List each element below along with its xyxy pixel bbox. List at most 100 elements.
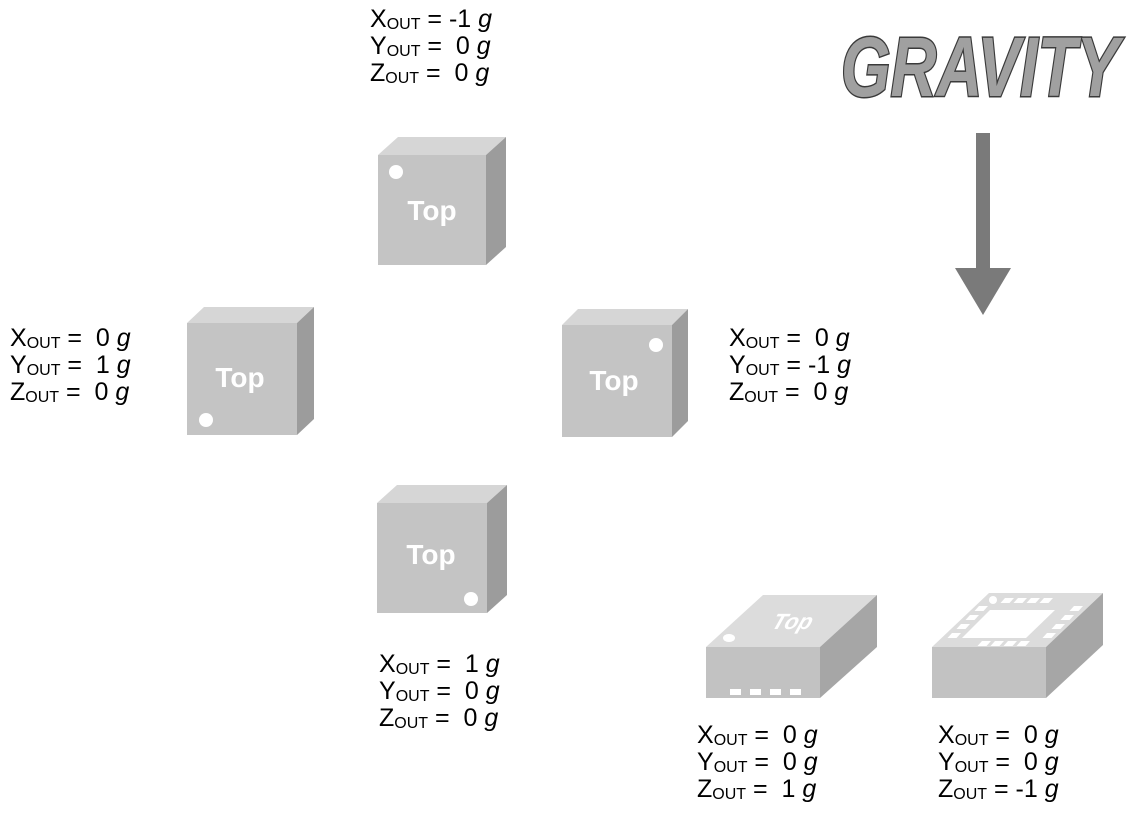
axis-subscript: OUT [386,16,421,33]
unit-label: g [116,324,131,352]
axis-subscript: OUT [744,389,779,406]
axis-letter: Y [370,32,387,60]
cube-side-face [486,137,506,265]
axis-subscript: OUT [713,759,748,776]
land-pad [947,633,961,638]
land-pad [1069,606,1083,611]
readout-row-z: ZOUT = 0 g [10,378,131,407]
gravity-arrow [955,133,1011,315]
readout-row-z: ZOUT = 0 g [379,704,500,733]
pin1-pad [989,596,997,604]
readout-row-x: XOUT = 0 g [729,324,851,353]
axis-subscript: OUT [954,732,989,749]
axis-letter: Z [697,775,713,803]
cube-top-face [562,309,688,325]
readout-row-y: YOUT = 0 g [938,748,1059,777]
cube-side-face [487,485,507,613]
axis-subscript: OUT [745,362,780,379]
axis-letter: X [379,650,396,678]
cube-top-face [377,485,507,503]
unit-label: g [476,32,491,60]
readout-row-y: YOUT = 1 g [10,351,131,380]
axis-value: = 1 [429,650,486,678]
axis-letter: Z [10,378,26,406]
land-pad [965,615,979,620]
cube-bottom-orientation: Top [377,485,507,613]
cube-top-face [378,137,506,155]
unit-label: g [1044,721,1059,749]
axis-value: = 0 [429,677,486,705]
land-pad [1042,633,1056,638]
axis-subscript: OUT [385,70,420,87]
unit-label: g [485,650,500,678]
readout-row-z: ZOUT = 1 g [697,775,818,804]
unit-label: g [803,721,818,749]
readout-row-y: YOUT = 0 g [697,748,818,777]
cube-top-label: Top [589,365,638,396]
pin1-dot [723,634,735,642]
package-land-pads [947,596,1083,646]
cube-left-orientation: Top [187,307,314,435]
cube-top-label: Top [407,195,456,226]
exposed-pad [962,610,1055,638]
unit-label: g [835,324,850,352]
unit-label: g [803,748,818,776]
axis-letter: Z [938,775,954,803]
pin1-dot [464,592,478,606]
package-side-face [820,595,877,698]
package-face-up: Top [706,595,877,698]
cube-top-label: Top [215,362,264,393]
axis-subscript: OUT [26,335,61,352]
land-pad [977,641,991,646]
package-top-label: Top [769,609,818,634]
readout-row-x: XOUT = -1 g [370,5,493,34]
axis-letter: X [370,5,387,33]
land-pad [974,606,988,611]
gravity-title: GRAVITY [840,19,1126,116]
axis-value: = 0 [988,721,1045,749]
gravity-arrow-head [955,268,1011,315]
readout-row-z: ZOUT = 0 g [729,378,851,407]
axis-letter: Y [729,351,746,379]
axis-value: = 1 [60,351,117,379]
cube-side-face [672,309,688,437]
axis-letter: Y [379,677,396,705]
axis-value: = 0 [60,324,117,352]
readout-row-x: XOUT = 0 g [938,721,1059,750]
land-pad [1051,624,1065,629]
package-pad [770,689,781,695]
axis-subscript: OUT [25,389,60,406]
unit-label: g [1044,748,1059,776]
axis-value: = 0 [428,704,485,732]
axis-subscript: OUT [745,335,780,352]
axis-subscript: OUT [953,786,988,803]
cube-top-orientation: Top [378,137,506,265]
unit-label: g [802,775,817,803]
gravity-arrow-shaft [976,133,990,269]
readout-row-z: ZOUT = 0 g [370,59,492,88]
axis-value: = 0 [419,59,476,87]
readout-row-x: XOUT = 0 g [697,721,818,750]
axis-value: = 0 [778,378,835,406]
readout-row-z: ZOUT = -1 g [938,775,1059,804]
unit-label: g [484,704,499,732]
land-pad [956,624,970,629]
readout-row-y: YOUT = -1 g [729,351,851,380]
unit-label: g [1044,775,1059,803]
axis-value: = 0 [747,748,804,776]
axis-letter: X [10,324,27,352]
unit-label: g [478,5,493,33]
axis-subscript: OUT [713,732,748,749]
axis-value: = 0 [779,324,836,352]
axis-letter: X [938,721,955,749]
axis-value: = 0 [988,748,1045,776]
axis-subscript: OUT [395,688,430,705]
readout-row-x: XOUT = 1 g [379,650,500,679]
